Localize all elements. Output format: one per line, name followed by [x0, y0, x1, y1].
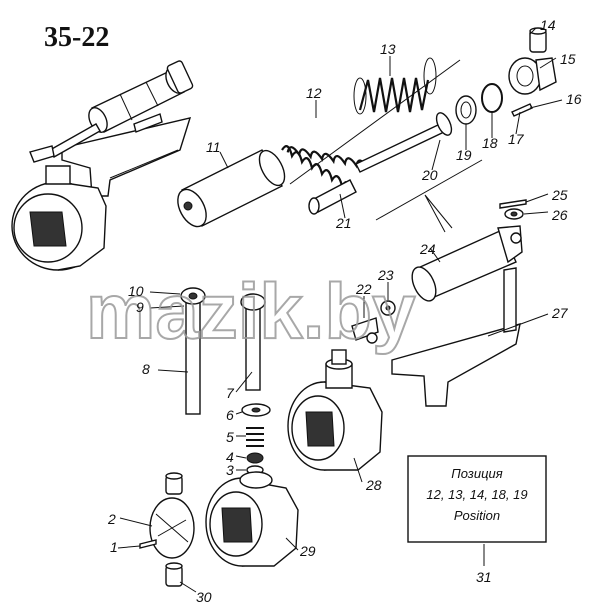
part-30-bushing	[165, 562, 183, 587]
label-23: 23	[377, 267, 394, 283]
part-25-pin	[499, 199, 527, 209]
part-21	[308, 179, 357, 215]
label-3: 3	[226, 462, 234, 478]
label-25: 25	[551, 187, 568, 203]
part-14-bushing	[529, 27, 547, 53]
info-box-line-2: 12, 13, 14, 18, 19	[426, 487, 527, 502]
label-16: 16	[566, 91, 582, 107]
label-22: 22	[355, 281, 372, 297]
label-6: 6	[226, 407, 234, 423]
part-23-nut	[380, 300, 396, 316]
label-14: 14	[540, 17, 556, 33]
label-31: 31	[476, 569, 492, 585]
part-7-shaft	[240, 293, 266, 391]
label-5: 5	[226, 429, 234, 445]
info-box-line-1: Позиция	[451, 466, 502, 481]
part-27-bracket	[391, 267, 521, 407]
label-8: 8	[142, 361, 150, 377]
leader-lines	[117, 27, 563, 593]
label-21: 21	[335, 215, 352, 231]
label-15: 15	[560, 51, 576, 67]
explode-guide-lines	[289, 59, 483, 221]
top-left-assembly	[11, 60, 194, 271]
part-8-shaft	[180, 287, 206, 415]
part-18-ring	[481, 83, 503, 113]
watermark-text: mazik.by	[86, 267, 415, 355]
label-11: 11	[206, 139, 221, 155]
part-4-washer	[246, 452, 264, 464]
part-22-fitting	[351, 317, 379, 344]
label-20: 20	[421, 167, 438, 183]
label-13: 13	[380, 41, 396, 57]
part-13-spring	[353, 57, 437, 115]
part-19-ring	[455, 95, 477, 125]
part-24-cylinder	[411, 225, 523, 302]
part-29-valve-body	[205, 471, 299, 567]
label-26: 26	[551, 207, 568, 223]
label-17: 17	[508, 131, 525, 147]
part-26-washer	[504, 208, 524, 220]
part-1-screw	[139, 539, 157, 549]
label-27: 27	[551, 305, 569, 321]
part-11	[177, 149, 286, 228]
label-18: 18	[482, 135, 498, 151]
label-10: 10	[128, 283, 144, 299]
label-29: 29	[299, 543, 316, 559]
label-19: 19	[456, 147, 472, 163]
part-5-spring	[246, 427, 264, 447]
info-box-line-3: Position	[454, 508, 500, 523]
label-28: 28	[365, 477, 382, 493]
info-box: Позиция 12, 13, 14, 18, 19 Position	[407, 455, 547, 543]
label-2: 2	[107, 511, 116, 527]
label-12: 12	[306, 85, 322, 101]
part-16-pin	[511, 103, 533, 117]
part-labels: 1 2 3 4 5 6 7 8 9 10 11 12 13 14 15 16 1…	[107, 17, 582, 605]
label-1: 1	[110, 539, 118, 555]
label-24: 24	[419, 241, 436, 257]
label-30: 30	[196, 589, 212, 605]
label-9: 9	[136, 299, 144, 315]
label-4: 4	[226, 449, 234, 465]
part-28-valve-body	[287, 349, 383, 471]
label-7: 7	[226, 385, 235, 401]
explode-arrow	[424, 194, 453, 233]
part-15-cap	[508, 57, 557, 95]
part-2-disc	[149, 497, 195, 559]
part-6-washer	[241, 403, 271, 417]
top-bushing	[165, 472, 183, 495]
diagram-title: 35-22	[44, 22, 109, 53]
part-20-rod	[355, 112, 453, 173]
